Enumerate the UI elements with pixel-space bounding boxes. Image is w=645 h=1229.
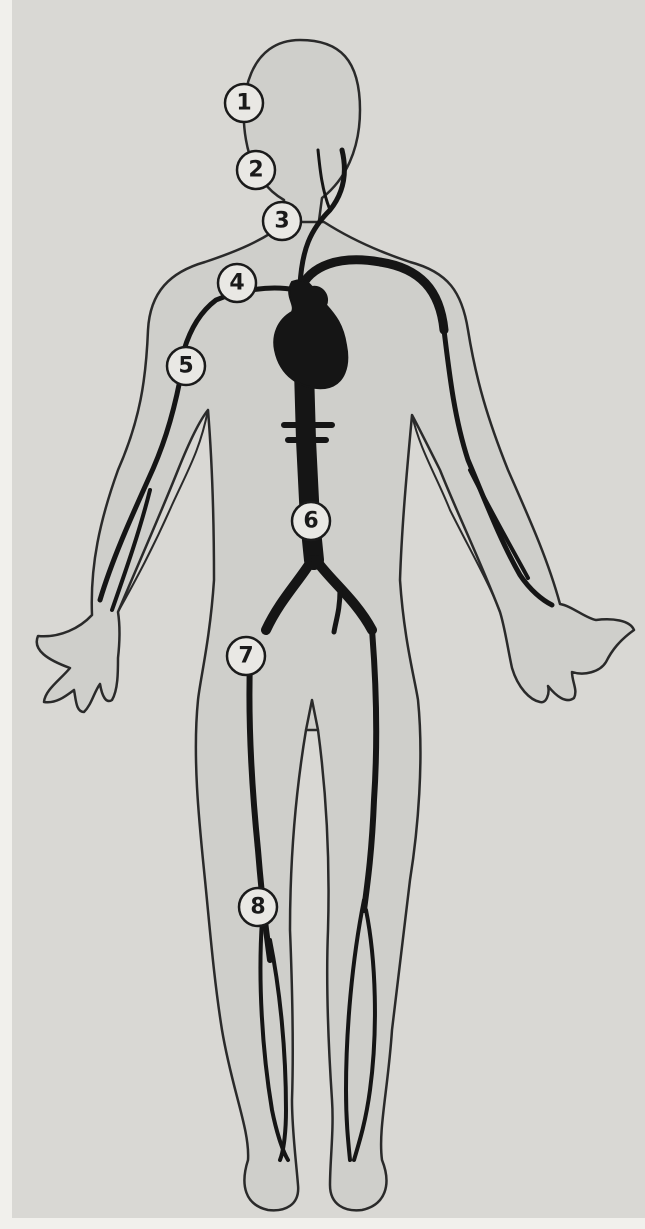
label-5-text: 5 — [178, 354, 193, 379]
label-2: 2 — [237, 151, 275, 189]
page-edge-bottom — [0, 1218, 645, 1229]
label-5: 5 — [167, 347, 205, 385]
label-7: 7 — [227, 637, 265, 675]
label-6: 6 — [292, 502, 330, 540]
label-1-text: 1 — [236, 91, 251, 116]
page-edge — [0, 0, 12, 1229]
label-6-text: 6 — [303, 509, 318, 534]
label-7-text: 7 — [238, 644, 253, 669]
label-3: 3 — [263, 202, 301, 240]
label-1: 1 — [225, 84, 263, 122]
label-8-text: 8 — [250, 895, 265, 920]
label-4: 4 — [218, 264, 256, 302]
label-3-text: 3 — [274, 209, 289, 234]
label-8: 8 — [239, 888, 277, 926]
label-4-text: 4 — [229, 271, 244, 296]
label-2-text: 2 — [248, 158, 263, 183]
